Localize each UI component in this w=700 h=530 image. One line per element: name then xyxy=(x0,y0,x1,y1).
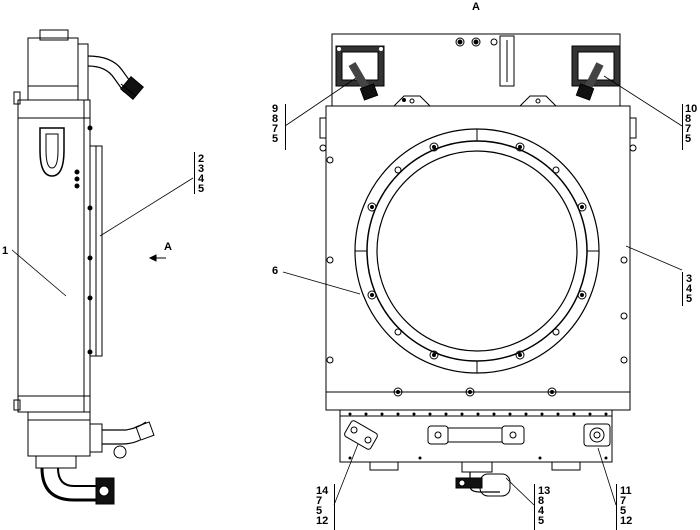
callout-13-item: 4 xyxy=(538,505,545,517)
callout-10-item: 8 xyxy=(685,113,692,125)
callout-2-bracket xyxy=(194,152,195,194)
callout-10-item: 10 xyxy=(685,103,698,115)
callout-9-bracket xyxy=(285,104,286,150)
callout-14-bracket xyxy=(334,484,335,530)
view-label-side: A xyxy=(164,241,172,253)
callout-10-bracket xyxy=(682,104,683,150)
callout-10-item: 7 xyxy=(685,123,692,135)
callout-2-item: 4 xyxy=(198,173,205,185)
callout-13-bracket xyxy=(534,484,535,530)
callout-9: 9 8 7 5 xyxy=(272,103,279,145)
callout-3-item: 4 xyxy=(686,283,693,295)
callout-11-item: 12 xyxy=(620,515,633,527)
callout-3-bracket xyxy=(682,272,683,306)
callout-3-item: 3 xyxy=(686,273,693,285)
leader-lines xyxy=(11,75,683,506)
callout-3-item: 5 xyxy=(686,293,693,305)
callout-2: 2 3 4 5 xyxy=(198,153,205,195)
bottom-fitting-right xyxy=(583,423,611,447)
callout-14-item: 14 xyxy=(316,485,329,497)
callout-3: 3 4 5 xyxy=(686,273,693,305)
callout-1-item: 1 xyxy=(2,245,9,257)
view-label-top: A xyxy=(472,1,480,13)
ring-bolts xyxy=(367,142,587,360)
callout-13-item: 8 xyxy=(538,495,545,507)
callout-11-item: 11 xyxy=(620,485,632,497)
side-view xyxy=(13,29,155,505)
callout-11: 11 7 5 12 xyxy=(620,485,633,527)
callout-10-item: 5 xyxy=(685,133,692,145)
front-view xyxy=(319,33,637,497)
callout-13-item: 5 xyxy=(538,515,545,527)
callout-11-item: 7 xyxy=(620,495,627,507)
callout-13: 13 8 4 5 xyxy=(538,485,551,527)
callout-14-item: 5 xyxy=(316,505,323,517)
callout-6-item: 6 xyxy=(272,265,279,277)
callout-9-item: 7 xyxy=(272,123,279,135)
callout-1: 1 xyxy=(2,245,9,257)
callout-14-item: 12 xyxy=(316,515,329,527)
callout-9-item: 8 xyxy=(272,113,279,125)
callout-6: 6 xyxy=(272,265,279,277)
callout-13-item: 13 xyxy=(538,485,551,497)
callout-9-item: 9 xyxy=(272,103,279,115)
callout-2-item: 3 xyxy=(198,163,205,175)
callout-11-item: 5 xyxy=(620,505,627,517)
callout-14-item: 7 xyxy=(316,495,323,507)
bottom-fitting-left xyxy=(344,420,378,450)
callout-9-item: 5 xyxy=(272,133,279,145)
callout-2-item: 2 xyxy=(198,153,205,165)
callout-10: 10 8 7 5 xyxy=(685,103,698,145)
bottom-tank-dots xyxy=(348,412,608,460)
bottom-fitting-center xyxy=(427,425,525,445)
callout-11-bracket xyxy=(616,484,617,530)
callout-14: 14 7 5 12 xyxy=(316,485,329,527)
callout-2-item: 5 xyxy=(198,183,205,195)
view-arrow-a xyxy=(148,254,166,262)
